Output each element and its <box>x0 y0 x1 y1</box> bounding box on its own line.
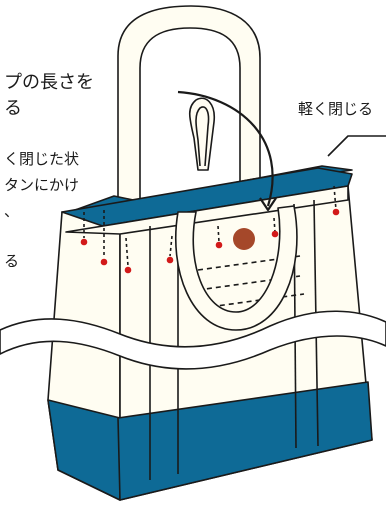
bag-left-side <box>47 211 121 501</box>
arrow <box>177 90 277 212</box>
break-symbol <box>0 310 386 370</box>
button <box>233 228 255 250</box>
loop-tab <box>188 97 216 171</box>
label-loop-length-2: る <box>4 98 22 119</box>
label-note-2: タンにかけ <box>4 176 80 194</box>
pin-heads <box>80 208 340 274</box>
label-note-4: る <box>4 252 20 270</box>
label-loop-length-1: プの長さを <box>4 72 94 93</box>
label-note-3: 、 <box>4 202 20 220</box>
label-lightly-closed: 軽く閉じる <box>298 100 374 118</box>
front-handle <box>174 205 298 331</box>
label-note-1: く閉じた状 <box>4 150 80 168</box>
pins <box>83 185 337 267</box>
leader-line <box>327 135 386 157</box>
